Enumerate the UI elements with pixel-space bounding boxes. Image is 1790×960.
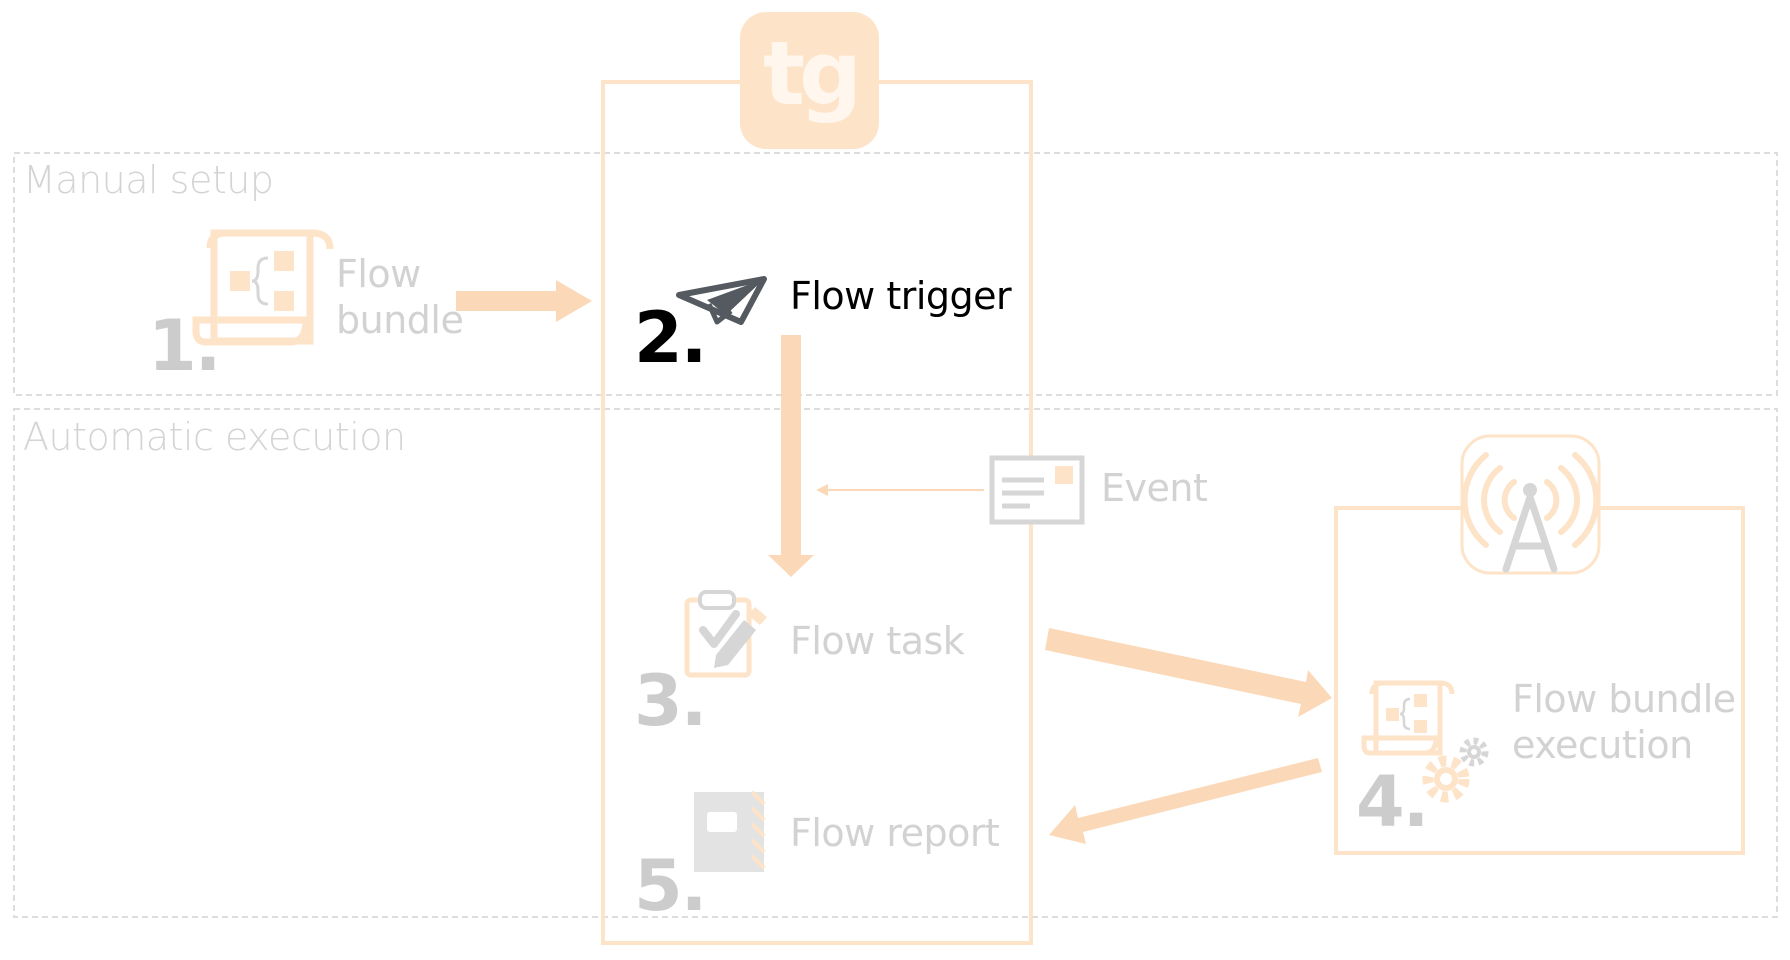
step-number-4: 4. [1356, 761, 1429, 843]
flow-task-label: Flow task [790, 619, 965, 663]
event-label: Event [1101, 466, 1208, 510]
notebook-icon [694, 790, 766, 872]
step-number-5: 5. [634, 845, 707, 927]
flow-report-label: Flow report [790, 811, 1000, 855]
antenna-icon [1460, 434, 1601, 575]
flow-trigger-label: Flow trigger [790, 274, 1012, 318]
flow-bundle-execution-label: Flow bundle execution [1512, 677, 1736, 767]
step-number-3: 3. [634, 660, 707, 742]
step-number-2: 2. [634, 297, 707, 379]
clipboard-icon [684, 590, 767, 678]
lane-title-automatic-execution: Automatic execution [23, 415, 406, 459]
arrow-execution-to-report [1049, 758, 1322, 844]
event-card-icon [989, 455, 1085, 525]
lane-manual-setup [13, 152, 1778, 396]
arrow-trigger-to-task [768, 335, 814, 577]
arrow-task-to-execution [1045, 628, 1332, 717]
lane-automatic-execution [13, 408, 1778, 918]
scroll-icon [192, 229, 334, 346]
arrow-event-to-flow [816, 484, 984, 496]
tg-logo-text: tg [762, 22, 862, 125]
flow-bundle-label: Flow bundle [336, 252, 464, 342]
tg-logo: tg [740, 12, 879, 149]
arrow-bundle-to-trigger [456, 280, 592, 322]
gear-icon [1422, 737, 1489, 803]
scroll-icon [1361, 680, 1455, 756]
step-number-1: 1. [148, 305, 221, 387]
paper-plane-icon [676, 276, 767, 325]
lane-title-manual-setup: Manual setup [23, 158, 274, 202]
